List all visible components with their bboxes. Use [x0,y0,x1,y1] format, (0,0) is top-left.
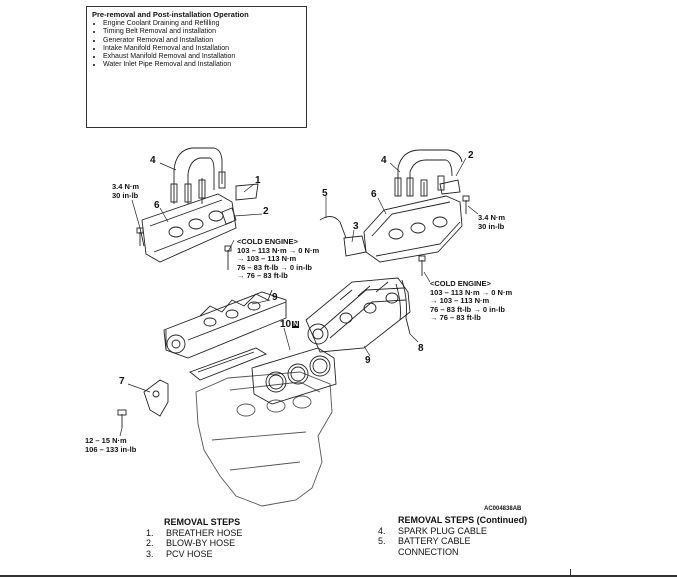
left-spark-plug-cables-drawing [170,147,226,204]
pre-removal-item: Water Inlet Pipe Removal and Installatio… [103,61,301,69]
cold-engine-left-line: <COLD ENGINE> [237,237,298,246]
callout-10-number: 10 [280,319,292,330]
callout-2-right: 2 [468,150,474,161]
step-number: 1. [146,527,154,538]
step-number: 3. [146,548,154,559]
leader-lines [119,157,479,437]
step-number: 5. [378,536,386,546]
page-bottom-rule [0,575,677,577]
pre-removal-list: Engine Coolant Draining and Refilling Ti… [92,20,301,70]
removal-steps-heading: REMOVAL STEPS [164,517,241,527]
torque-left-nm: 3.4 N·m [112,182,140,191]
non-reusable-badge: N [292,321,300,328]
removal-step: 4. SPARK PLUG CABLE [378,526,527,537]
cold-engine-right-line: <COLD ENGINE> [430,279,491,288]
callout-4-left: 4 [150,155,156,166]
callout-6-left: 6 [154,200,160,211]
pre-removal-item: Exhaust Manifold Removal and Installatio… [103,53,301,61]
torque-bottom-inlb: 106 – 133 in-lb [85,444,137,454]
torque-left: 3.4 N·m 30 in-lb [112,182,140,200]
step-text: BATTERY CABLE [398,536,471,546]
callout-2-left: 2 [263,206,269,217]
removal-steps-right: REMOVAL STEPS (Continued) 4. SPARK PLUG C… [378,515,527,557]
callout-3: 3 [353,221,359,232]
step-text: BREATHER HOSE [166,527,243,538]
step-number: 2. [146,538,154,548]
torque-bottom: 12 – 15 N·m 106 – 133 in-lb [85,436,137,454]
step-text: SPARK PLUG CABLE [398,525,487,536]
torque-left-inlb: 30 in-lb [112,190,139,200]
removal-step: 2. BLOW-BY HOSE [146,538,242,549]
callout-8: 8 [418,343,424,354]
cold-engine-left-line: 103 – 113 N·m → 0 N·m [237,245,320,255]
step-text: BLOW-BY HOSE [166,538,236,548]
cold-engine-left-line: 76 – 83 ft-lb → 0 in-lb [237,262,313,272]
pre-removal-item: Generator Removal and Installation [103,37,301,45]
page-bottom-tick [570,569,571,575]
bolts-drawing [136,195,470,276]
bracket-drawing [117,379,169,428]
pre-removal-item: Timing Belt Removal and installation [103,28,301,36]
torque-right-nm: 3.4 N·m [478,213,506,222]
left-cylinder-head-drawing [163,289,287,359]
removal-step: 3. PCV HOSE [146,549,242,560]
removal-step: CONNECTION [378,547,527,558]
pre-removal-title: Pre-removal and Post-installation Operat… [92,10,249,19]
cold-engine-left-line: → 76 – 83 ft-lb [237,271,288,280]
step-text: PCV HOSE [166,548,213,559]
hoses-drawing [221,179,461,335]
removal-steps-continued-heading: REMOVAL STEPS (Continued) [398,515,528,525]
head-gasket-drawing [251,347,337,405]
cold-engine-left-line: → 103 – 113 N·m [237,254,297,263]
left-rocker-cover-drawing [139,193,237,263]
cold-engine-right: <COLD ENGINE> 103 – 113 N·m → 0 N·m → 10… [430,279,513,323]
step-number: 4. [378,525,386,536]
callout-1: 1 [255,175,261,186]
right-spark-plug-cables-drawing [394,149,463,197]
callout-6-right: 6 [371,189,377,200]
torque-right-inlb: 30 in-lb [478,221,505,231]
callout-9-left: 9 [272,292,278,303]
removal-step: 5. BATTERY CABLE [378,536,527,547]
callout-4-right: 4 [381,155,387,166]
pre-removal-item: Intake Manifold Removal and Installation [103,45,301,53]
pre-removal-box: Pre-removal and Post-installation Operat… [86,6,307,128]
right-cylinder-head-drawing [305,277,411,353]
step-text-continued: CONNECTION [398,546,459,557]
removal-step: 1. BREATHER HOSE [146,528,242,539]
engine-block-drawing [195,371,333,507]
right-rocker-cover-drawing [363,195,463,263]
cold-engine-right-line: 103 – 113 N·m → 0 N·m [430,287,513,297]
cold-engine-left: <COLD ENGINE> 103 – 113 N·m → 0 N·m → 10… [237,237,320,281]
pre-removal-item: Engine Coolant Draining and Refilling [103,20,301,28]
torque-bottom-nm: 12 – 15 N·m [85,436,127,445]
removal-steps-left: REMOVAL STEPS 1. BREATHER HOSE 2. BLOW-BY … [146,517,242,559]
cold-engine-right-line: → 76 – 83 ft-lb [430,313,481,322]
left-gasket-drawing [189,347,268,381]
figure-code: AC004838AB [484,506,522,512]
callout-9-right: 9 [365,355,371,366]
torque-right: 3.4 N·m 30 in-lb [478,213,506,231]
cold-engine-right-line: → 103 – 113 N·m [430,296,490,305]
callout-7: 7 [119,376,125,387]
cold-engine-right-line: 76 – 83 ft-lb → 0 in-lb [430,304,506,314]
callout-5: 5 [322,188,328,199]
